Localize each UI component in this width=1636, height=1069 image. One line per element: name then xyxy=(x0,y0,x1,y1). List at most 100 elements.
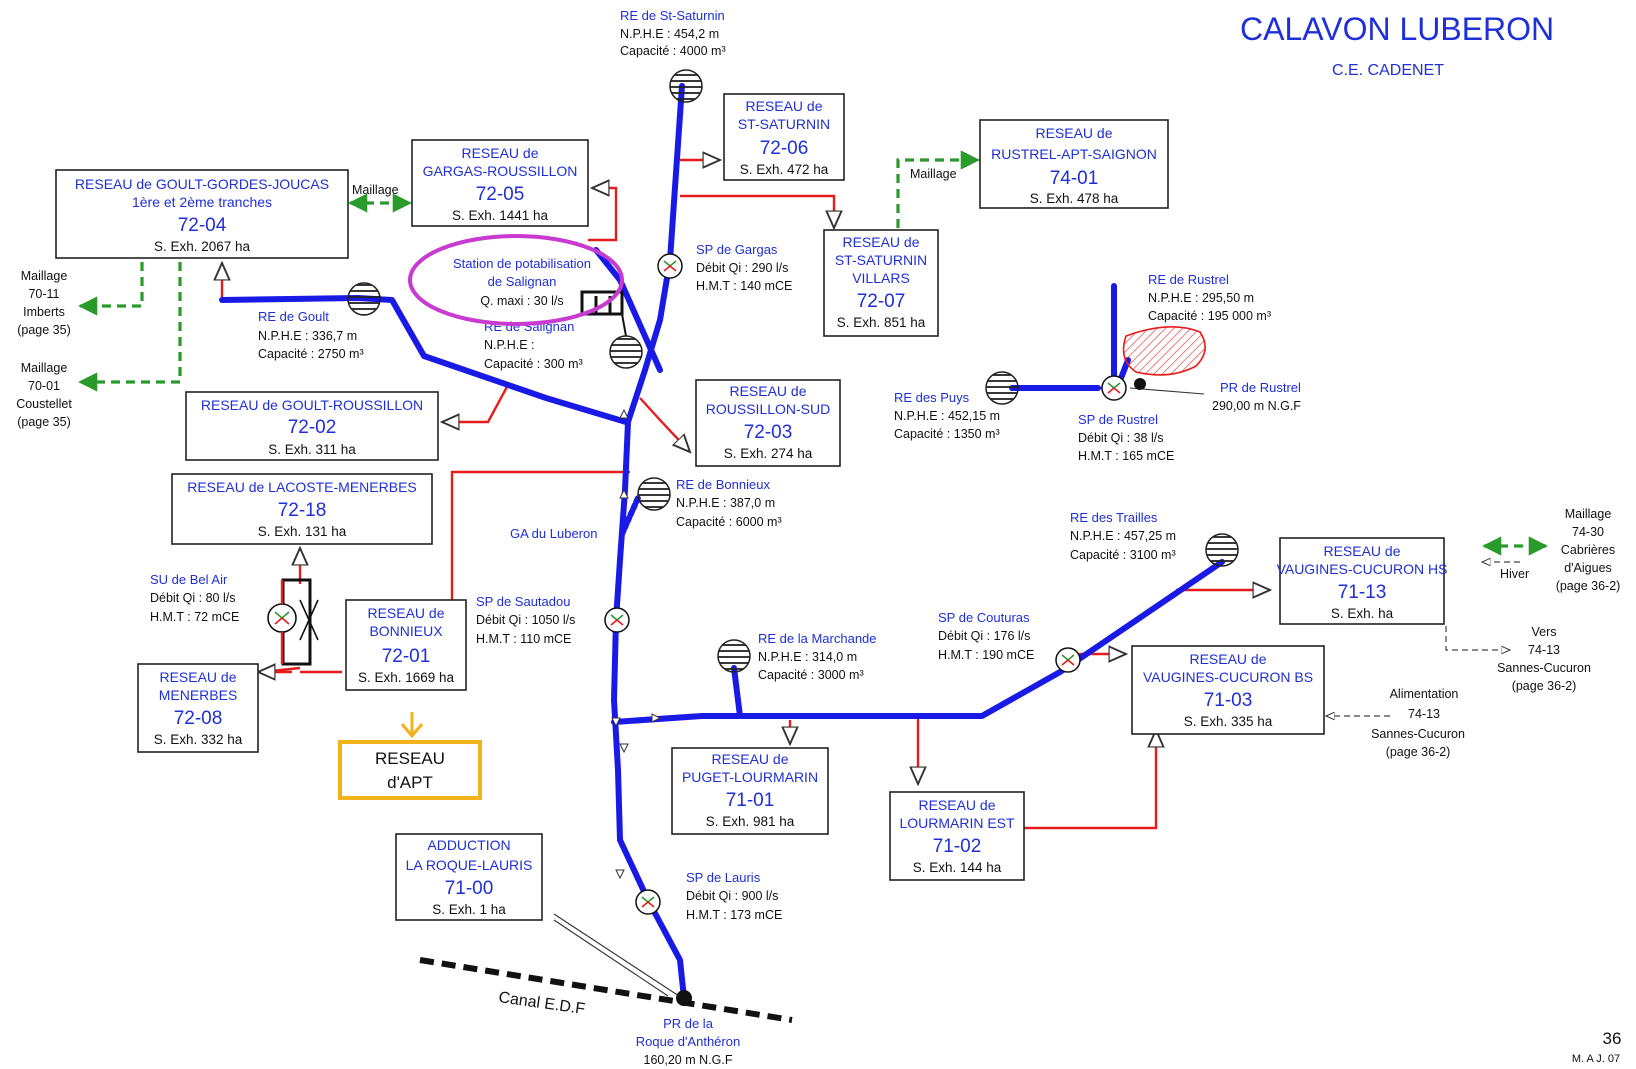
branch-lines xyxy=(222,160,1270,830)
label-sp-sautadou: SP de Sautadou Débit Qi : 1050 l/s H.M.T… xyxy=(476,594,575,646)
box-code: 72-07 xyxy=(857,291,906,312)
label-pr-rustrel: PR de Rustrel 290,00 m N.G.F xyxy=(1212,380,1301,413)
rustrel-lake-icon xyxy=(1122,326,1206,376)
link-text: Maillage xyxy=(1565,507,1612,521)
box-st-saturnin-villars: RESEAU de ST-SATURNIN VILLARS 72-07 S. E… xyxy=(823,229,939,337)
reservoir-capacity: Capacité : 2750 m³ xyxy=(258,347,364,361)
box-name: RESEAU xyxy=(375,749,445,768)
tank-trailles-icon xyxy=(1205,533,1239,567)
reservoir-nphe: N.P.H.E : 314,0 m xyxy=(758,650,857,664)
page-number: 36 xyxy=(1603,1029,1622,1048)
box-lacoste: RESEAU de LACOSTE-MENERBES 72-18 S. Exh.… xyxy=(171,473,433,545)
pr-name: Roque d'Anthéron xyxy=(636,1034,740,1049)
station-name: SP de Rustrel xyxy=(1078,412,1158,427)
box-name: ROUSSILLON-SUD xyxy=(706,401,830,417)
station-name: SP de Couturas xyxy=(938,610,1030,625)
ga-luberon-label: GA du Luberon xyxy=(510,526,597,541)
box-surface: S. Exh. 478 ha xyxy=(1030,191,1119,206)
reservoir-name: RE de la Marchande xyxy=(758,631,877,646)
box-surface: S. Exh. 851 ha xyxy=(837,315,926,330)
label-re-marchande: RE de la Marchande N.P.H.E : 314,0 m Cap… xyxy=(758,631,877,682)
link-text: Vers xyxy=(1531,625,1556,639)
plant-name: Station de potabilisation xyxy=(453,256,591,271)
box-surface: S. Exh. 1 ha xyxy=(432,902,506,917)
link-text: Cabrières xyxy=(1561,543,1615,557)
link-text: Sannes-Cucuron xyxy=(1497,661,1591,675)
maillage-label: Maillage xyxy=(352,183,399,197)
link-text: Maillage xyxy=(21,361,68,375)
box-code: 72-08 xyxy=(174,708,223,729)
label-sp-lauris: SP de Lauris Débit Qi : 900 l/s H.M.T : … xyxy=(686,870,782,922)
box-name: RESEAU de GOULT-GORDES-JOUCAS xyxy=(75,176,329,192)
reservoir-name: RE des Trailles xyxy=(1070,510,1158,525)
box-lourmarin-est: RESEAU de LOURMARIN EST 71-02 S. Exh. 14… xyxy=(889,791,1025,881)
link-text: Imberts xyxy=(23,305,65,319)
link-text: (page 36-2) xyxy=(1512,679,1577,693)
link-text: Coustellet xyxy=(16,397,72,411)
pr-name: PR de Rustrel xyxy=(1220,380,1301,395)
label-pr-roque: PR de la Roque d'Anthéron 160,20 m N.G.F xyxy=(636,1016,740,1067)
highlight-ellipse xyxy=(408,234,624,326)
box-surface: S. Exh. 1669 ha xyxy=(358,670,455,685)
station-debit: Débit Qi : 80 l/s xyxy=(150,591,235,605)
box-puget: RESEAU de PUGET-LOURMARIN 71-01 S. Exh. … xyxy=(671,747,829,835)
label-potabilisation: Station de potabilisation de Salignan Q.… xyxy=(453,256,591,308)
box-rustrel: RESEAU de RUSTREL-APT-SAIGNON 74-01 S. E… xyxy=(979,119,1169,209)
box-name: RESEAU de LACOSTE-MENERBES xyxy=(187,479,417,495)
link-text: Sannes-Cucuron xyxy=(1371,727,1465,741)
maillage-label: Maillage xyxy=(910,167,957,181)
label-re-puys: RE des Puys N.P.H.E : 452,15 m Capacité … xyxy=(894,390,1000,441)
pump-sautadou-icon xyxy=(604,607,630,633)
reservoir-nphe: N.P.H.E : 295,50 m xyxy=(1148,291,1254,305)
box-surface: S. Exh. 311 ha xyxy=(268,442,356,457)
station-debit: Débit Qi : 1050 l/s xyxy=(476,613,575,627)
station-name: SP de Gargas xyxy=(696,242,778,257)
reservoir-capacity: Capacité : 3100 m³ xyxy=(1070,548,1176,562)
reservoir-name: RE de Rustrel xyxy=(1148,272,1229,287)
link-text: (page 35) xyxy=(17,323,71,337)
reservoir-nphe: N.P.H.E : 454,2 m xyxy=(620,27,719,41)
box-roussillon-sud: RESEAU de ROUSSILLON-SUD 72-03 S. Exh. 2… xyxy=(695,379,841,467)
reservoir-name: RE de St-Saturnin xyxy=(620,8,725,23)
pump-lauris-icon xyxy=(635,889,661,915)
box-code: 72-04 xyxy=(178,215,227,236)
box-name: RESEAU de xyxy=(461,145,538,161)
station-hmt: H.M.T : 110 mCE xyxy=(476,632,571,646)
link-text: Maillage xyxy=(21,269,68,283)
box-st-saturnin: RESEAU de ST-SATURNIN 72-06 S. Exh. 472 … xyxy=(723,93,845,181)
box-code: 72-18 xyxy=(278,500,327,521)
box-name: BONNIEUX xyxy=(369,623,443,639)
dashed-links xyxy=(1326,562,1520,716)
station-debit: Débit Qi : 176 l/s xyxy=(938,629,1030,643)
reservoir-capacity: Capacité : 4000 m³ xyxy=(620,44,726,58)
link-text: Alimentation xyxy=(1390,687,1459,701)
link-text: d'Aigues xyxy=(1564,561,1612,575)
link-text: 74-13 xyxy=(1408,707,1440,721)
pr-ngf: 290,00 m N.G.F xyxy=(1212,399,1301,413)
link-text: (page 36-2) xyxy=(1386,745,1451,759)
box-name: RESEAU de xyxy=(367,605,444,621)
box-menerbes: RESEAU de MENERBES 72-08 S. Exh. 332 ha xyxy=(137,663,259,753)
bel-air-station xyxy=(267,578,319,666)
label-re-st-saturnin: RE de St-Saturnin N.P.H.E : 454,2 m Capa… xyxy=(620,8,726,58)
box-name: RESEAU de xyxy=(842,234,919,250)
box-name: RESEAU de xyxy=(729,383,806,399)
tank-bonnieux-icon xyxy=(637,477,671,511)
box-adduction: ADDUCTION LA ROQUE-LAURIS 71-00 S. Exh. … xyxy=(395,833,543,921)
box-gargas: RESEAU de GARGAS-ROUSSILLON 72-05 S. Exh… xyxy=(411,139,589,227)
link-text: 70-01 xyxy=(28,379,60,393)
box-surface: S. Exh. ha xyxy=(1331,606,1394,621)
maillage-lines xyxy=(78,150,1548,556)
reservoir-nphe: N.P.H.E : 336,7 m xyxy=(258,329,357,343)
box-name: PUGET-LOURMARIN xyxy=(682,769,818,785)
link-cabrieres: Maillage 74-30 Cabrières d'Aigues (page … xyxy=(1556,507,1621,593)
box-code: 72-06 xyxy=(760,138,809,159)
station-hmt: H.M.T : 72 mCE xyxy=(150,610,239,624)
plant-flow: Q. maxi : 30 l/s xyxy=(480,294,563,308)
link-vers: Vers 74-13 Sannes-Cucuron (page 36-2) xyxy=(1497,625,1591,693)
box-vaugines-bs: RESEAU de VAUGINES-CUCURON BS 71-03 S. E… xyxy=(1131,645,1325,735)
box-bonnieux: RESEAU de BONNIEUX 72-01 S. Exh. 1669 ha xyxy=(345,599,467,691)
box-code: 74-01 xyxy=(1050,168,1099,189)
station-name: SP de Lauris xyxy=(686,870,761,885)
reservoir-capacity: Capacité : 3000 m³ xyxy=(758,668,864,682)
